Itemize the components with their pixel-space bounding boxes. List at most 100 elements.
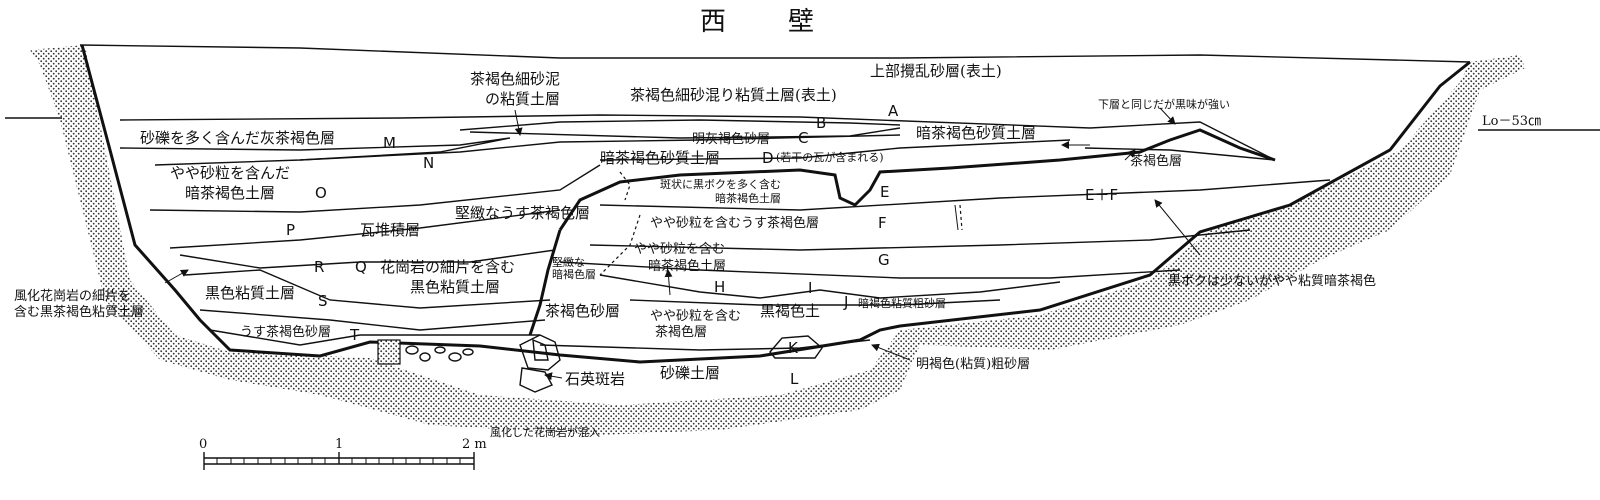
boundary-quartz-vertical <box>528 229 562 336</box>
label-hard-desc-1: 堅緻な <box>552 256 585 269</box>
boundary-F-bottom <box>589 229 1251 251</box>
label-right-sub: 茶褐色層 <box>1130 153 1182 169</box>
letter-J: J <box>843 293 848 311</box>
label-P-desc: 瓦堆積層 <box>360 221 420 239</box>
label-G-desc-2: 暗茶褐色土層 <box>648 258 726 274</box>
label-E-desc-2: 暗茶褐色土層 <box>715 191 781 205</box>
label-right-note: 下層と同じだが黒味が強い <box>1098 97 1230 111</box>
label-bottom-note: 風化した花崗岩が混入 <box>490 425 600 439</box>
label-coarse-desc: 明褐色(粘質)粗砂層 <box>916 356 1030 372</box>
label-J-desc: 暗褐色粘質粗砂層 <box>858 296 946 310</box>
label-Q-desc-1: 花崗岩の細片を含む <box>380 258 515 276</box>
letter-P: P <box>286 221 295 239</box>
arrow-right-note <box>1159 107 1176 125</box>
boundary-A <box>119 114 1091 129</box>
boundary-O-bottom <box>149 164 601 213</box>
arrow-right-sub <box>1124 149 1136 161</box>
boundary-L-top <box>539 339 871 351</box>
letter-S: S <box>318 292 328 310</box>
label-Q-desc-2: 黒色粘質土層 <box>410 278 500 296</box>
letter-I: I <box>808 279 812 297</box>
boundary-D-thick <box>558 128 1276 231</box>
letter-C: C <box>798 129 808 147</box>
arrow-EF <box>1154 199 1201 256</box>
label-sand-mud-2: の粘質土層 <box>485 90 560 108</box>
label-stripe-desc: 堅緻なうす茶褐色層 <box>455 204 590 222</box>
label-left-note-1: 風化花崗岩の細片を <box>14 288 131 304</box>
label-quartz: 石英斑岩 <box>565 370 625 388</box>
label-D-desc: 暗茶褐色砂質土層 <box>600 149 720 167</box>
letter-O: O <box>315 184 327 202</box>
letter-G: G <box>878 251 890 269</box>
arrow-H <box>664 269 673 296</box>
letter-R: R <box>314 258 324 276</box>
label-E-desc-1: 斑状に黒ボクを多く含む <box>660 177 781 191</box>
label-O-desc-2: 暗茶褐色土層 <box>185 184 275 202</box>
letter-L: L <box>790 370 799 388</box>
boundary-right-lower <box>1084 147 1276 161</box>
letter-M: M <box>383 134 396 152</box>
stone-K <box>769 335 823 359</box>
label-A-desc: 上部攪乱砂層(表土) <box>870 62 1002 80</box>
scale-bar: 0 1 2 m <box>199 437 487 470</box>
label-O-desc-1: やや砂粒を含んだ <box>170 164 290 182</box>
label-B-desc: 明灰褐色砂層 <box>692 131 770 147</box>
scale-tick-0: 0 <box>199 437 207 452</box>
pit-outline <box>80 44 1471 364</box>
scale-tick-2: 2 m <box>462 437 487 452</box>
letter-A: A <box>888 102 899 120</box>
letter-D: D <box>762 149 774 167</box>
label-H-desc-2: 茶褐色層 <box>655 324 707 340</box>
letter-N: N <box>423 154 434 172</box>
boundary-R <box>184 269 551 309</box>
arrow-coarse <box>871 343 911 361</box>
label-L-desc: 砂礫土層 <box>660 364 720 382</box>
dashed-boundary-1 <box>619 171 631 201</box>
level-label: Lo－53㎝ <box>1482 114 1541 129</box>
label-left-note-2: 含む黒茶褐色粘質土層 <box>14 304 144 320</box>
boundary-B-top <box>459 119 901 131</box>
boundary-PQ <box>179 249 556 269</box>
scale-tick-1: 1 <box>335 437 343 452</box>
letter-E: E <box>880 183 889 201</box>
boundary-E-bottom <box>599 179 1331 211</box>
ground-surface-line <box>79 44 1471 63</box>
label-brown-sand: 茶褐色砂層 <box>545 302 620 320</box>
boundary-S <box>199 309 546 331</box>
letter-T: T <box>349 326 360 344</box>
gravel-stones <box>377 339 474 365</box>
letter-EF: E＋F <box>1085 186 1118 204</box>
label-H-desc-1: やや砂粒を含む <box>650 308 741 324</box>
label-F-desc: やや砂粒を含むうす茶褐色層 <box>650 215 819 231</box>
crack-line <box>954 204 959 231</box>
arrow-left-note <box>164 269 189 284</box>
boundary-H-I <box>599 274 1061 299</box>
boundary-T <box>209 329 540 346</box>
boundary-D-bottom <box>599 139 1071 161</box>
dashed-boundary-2 <box>599 214 641 276</box>
boundary-right-upper <box>1089 121 1276 161</box>
quartz-boulders <box>519 334 561 393</box>
label-M-desc: 砂礫を多く含んだ灰茶褐色層 <box>140 129 335 147</box>
label-hard-desc-2: 暗褐色層 <box>552 267 596 281</box>
letter-H: H <box>714 278 725 296</box>
boundary-N <box>299 134 901 161</box>
boundary-J <box>629 299 1001 306</box>
label-I-desc: 黒褐色土 <box>760 302 820 320</box>
label-D-note: (若干の瓦が含まれる) <box>776 150 884 164</box>
dashed-boundary-3 <box>959 204 963 231</box>
label-sand-mud-1: 茶褐色細砂泥 <box>470 70 560 88</box>
letter-F: F <box>878 214 887 232</box>
diagram-title: 西 壁 <box>700 7 832 37</box>
letter-Q: Q <box>355 258 367 276</box>
label-right-desc: 暗茶褐色砂質土層 <box>916 124 1036 142</box>
label-G-desc-1: やや砂粒を含む <box>634 241 725 257</box>
boundary-G-bottom <box>559 261 1181 279</box>
arrow-sand-mud <box>514 109 523 136</box>
label-T-desc: うす茶褐色砂層 <box>240 324 331 340</box>
letter-B: B <box>816 114 826 132</box>
label-R-desc: 黒色粘質土層 <box>205 284 295 302</box>
arrow-quartz <box>544 372 563 381</box>
label-EF-note: 黒ボクは少ないがやや粘質暗茶褐色 <box>1168 273 1376 289</box>
